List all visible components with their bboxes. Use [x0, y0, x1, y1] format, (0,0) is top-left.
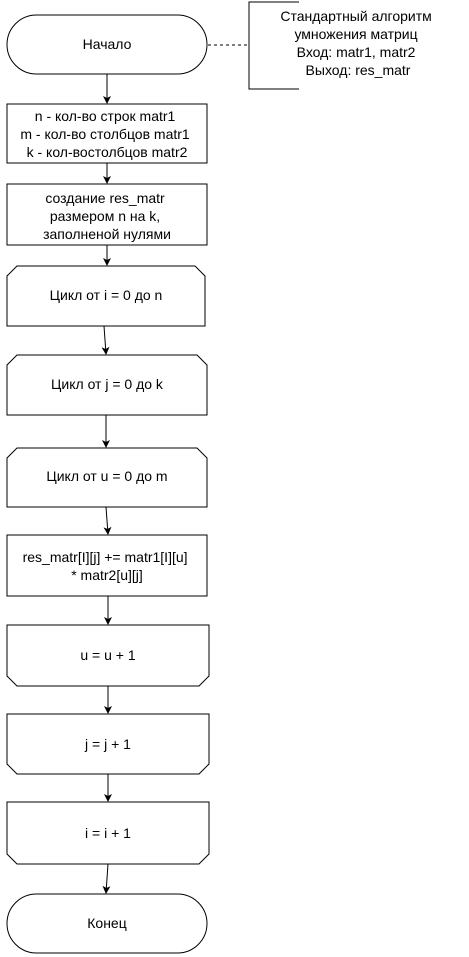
annotation-line: Стандартный алгоритм — [280, 8, 431, 24]
create-matrix-process: создание res_matr размером n на k, запол… — [6, 183, 208, 246]
connector-loop-i-loop-j — [101, 325, 110, 355]
annotation-text: Стандартный алгоритм умножения матриц Вх… — [280, 8, 435, 78]
loop-j-label: Цикл от j = 0 до k — [51, 376, 164, 392]
init-process: n - кол-во строк matr1 m - кол-во столбц… — [6, 103, 208, 164]
connector-loop-u-body — [103, 506, 112, 535]
loop-u-end-label: u = u + 1 — [80, 647, 135, 663]
end-label: Конец — [87, 915, 126, 931]
annotation-bracket — [248, 1, 299, 90]
body-process: res_matr[I][j] += matr1[I][u] * matr2[u]… — [6, 534, 208, 597]
loop-i-label: Цикл от i = 0 до n — [50, 287, 163, 303]
loop-u-label: Цикл от u = 0 до m — [46, 468, 167, 484]
annotation-line: Выход: res_matr — [306, 62, 411, 78]
create-matrix-label: создание res_matr размером n на k, запол… — [43, 190, 171, 242]
loop-i-end: i = i + 1 — [6, 801, 210, 865]
end-terminator: Конец — [6, 893, 208, 954]
init-label: n - кол-во строк matr1 m - кол-во столбц… — [20, 108, 193, 160]
loop-u-start: Цикл от u = 0 до m — [6, 447, 208, 508]
connector-end-i-end — [102, 863, 111, 894]
loop-j-end-label: j = j + 1 — [84, 736, 131, 752]
start-label: Начало — [83, 36, 132, 52]
start-terminator: Начало — [6, 14, 208, 75]
body-label: res_matr[I][j] += matr1[I][u] * matr2[u]… — [23, 549, 192, 583]
loop-i-start: Цикл от i = 0 до n — [6, 265, 206, 327]
annotation-line: Вход: matr1, matr2 — [297, 44, 416, 60]
loop-i-end-label: i = i + 1 — [85, 825, 131, 841]
loop-j-start: Цикл от j = 0 до k — [6, 354, 208, 416]
loop-u-end: u = u + 1 — [6, 624, 210, 687]
connectors — [101, 44, 249, 894]
annotation-line: умножения матриц — [294, 26, 417, 42]
loop-j-end: j = j + 1 — [6, 713, 210, 775]
